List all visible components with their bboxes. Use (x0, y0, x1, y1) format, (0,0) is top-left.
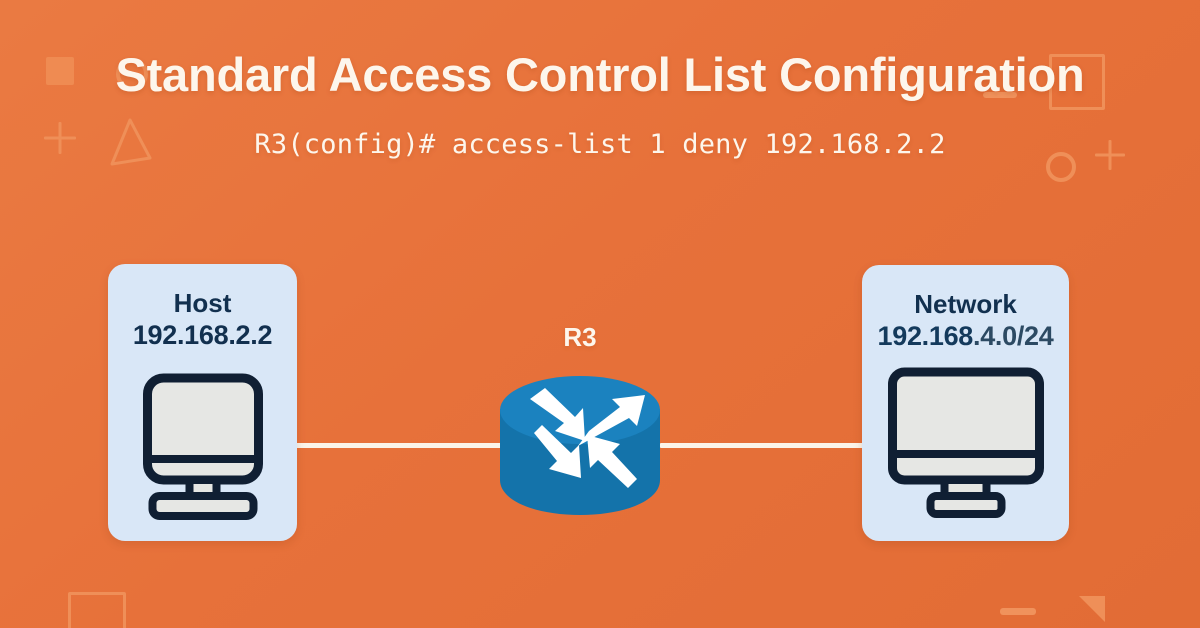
router-label: R3 (563, 322, 597, 352)
cli-command-text: R3(config)# access-list 1 deny 192.168.2… (254, 128, 946, 160)
host-name-label: Host (173, 288, 232, 318)
filled-triangle-icon (1079, 596, 1105, 622)
monitor-icon (884, 366, 1047, 523)
square-outline-icon (68, 592, 126, 628)
dash-icon (1000, 608, 1036, 615)
network-name-label: Network (914, 289, 1017, 319)
node-card-host[interactable]: Host 192.168.2.2 (108, 264, 297, 541)
router-icon[interactable] (497, 373, 663, 518)
link-router-to-network (660, 443, 872, 448)
node-card-network[interactable]: Network 192.168.4.0/24 (862, 265, 1069, 541)
network-address-label: 192.168.4.0/24 (878, 321, 1054, 352)
headline-block: Standard Access Control List Configurati… (0, 44, 1200, 160)
desktop-computer-icon (135, 372, 270, 527)
network-address-suffix: .4.0/24 (973, 321, 1054, 351)
network-address-prefix: 192.168 (877, 321, 974, 351)
page-title: Standard Access Control List Configurati… (115, 48, 1085, 101)
link-host-to-router (292, 443, 507, 448)
host-address-label: 192.168.2.2 (132, 320, 273, 350)
